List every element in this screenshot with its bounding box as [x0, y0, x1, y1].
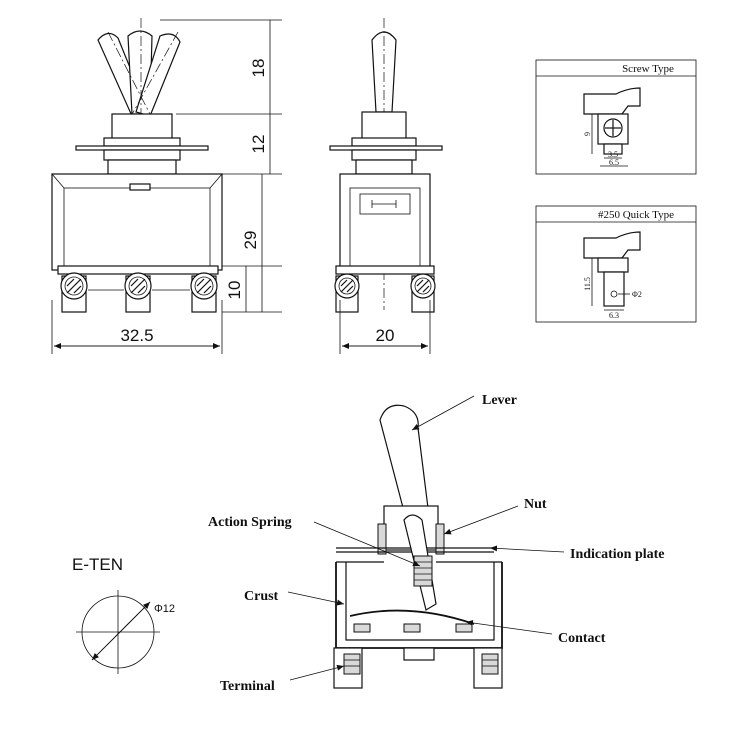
action-spring-shape [413, 555, 433, 587]
dim-front-width: 32.5 [120, 326, 153, 345]
bushing-base [107, 159, 177, 175]
label-lever: Lever [482, 393, 517, 408]
screw-dim-outer: 6.5 [609, 158, 619, 167]
bushing [111, 113, 173, 141]
cutaway-view [333, 404, 503, 689]
quick-dim-height: 11.5 [583, 277, 592, 291]
label-crust: Crust [244, 589, 279, 604]
cutout-diameter: Φ12 [154, 603, 175, 615]
model-name: E-TEN [72, 555, 123, 574]
front-view: 18 12 29 10 32.5 [51, 18, 282, 354]
cutaway-terminals [333, 647, 503, 689]
quick-type-title: #250 Quick Type [598, 209, 674, 221]
screw-type-title: Screw Type [622, 63, 674, 75]
label-contact: Contact [558, 631, 606, 646]
dim-terminal-height: 10 [225, 281, 244, 300]
quick-dim-hole: Φ2 [632, 290, 642, 299]
terminal-screw-icon [343, 653, 361, 675]
indication-plate [75, 145, 209, 151]
dim-body-height: 29 [241, 231, 260, 250]
front-terminals [57, 265, 219, 313]
side-housing [339, 173, 431, 271]
dim-side-width: 20 [376, 326, 395, 345]
quick-type-panel: #250 Quick Type 11.5 Φ2 6.3 [535, 205, 697, 323]
label-action-spring: Action Spring [208, 515, 292, 530]
lever-positions [97, 18, 181, 170]
label-terminal: Terminal [220, 679, 275, 694]
screw-dim-height: 9 [583, 132, 592, 136]
washer [103, 149, 181, 161]
panel-cutout: E-TEN Φ12 [72, 555, 175, 674]
contact-strip [349, 609, 475, 625]
front-width-dimension: 32.5 [51, 300, 223, 354]
dim-lever-height: 18 [249, 59, 268, 78]
side-terminals [334, 265, 436, 313]
part-callouts: Lever Nut Indication plate Action Spring… [208, 393, 665, 694]
label-indication-plate: Indication plate [570, 547, 665, 562]
screw-type-panel: Screw Type 9 3.5 6.5 [535, 59, 697, 175]
nut [103, 137, 181, 147]
dim-bushing-height: 12 [249, 135, 268, 154]
terminal-screw-icon [481, 653, 499, 675]
side-view: 20 [329, 18, 443, 354]
quick-tab-hole-icon [610, 290, 618, 298]
screw-dim-inner: 3.5 [608, 150, 618, 159]
label-nut: Nut [524, 497, 547, 512]
front-vertical-dimensions: 18 12 29 10 [160, 19, 282, 313]
quick-dim-width: 6.3 [609, 311, 619, 320]
side-width-dimension: 20 [339, 300, 431, 354]
